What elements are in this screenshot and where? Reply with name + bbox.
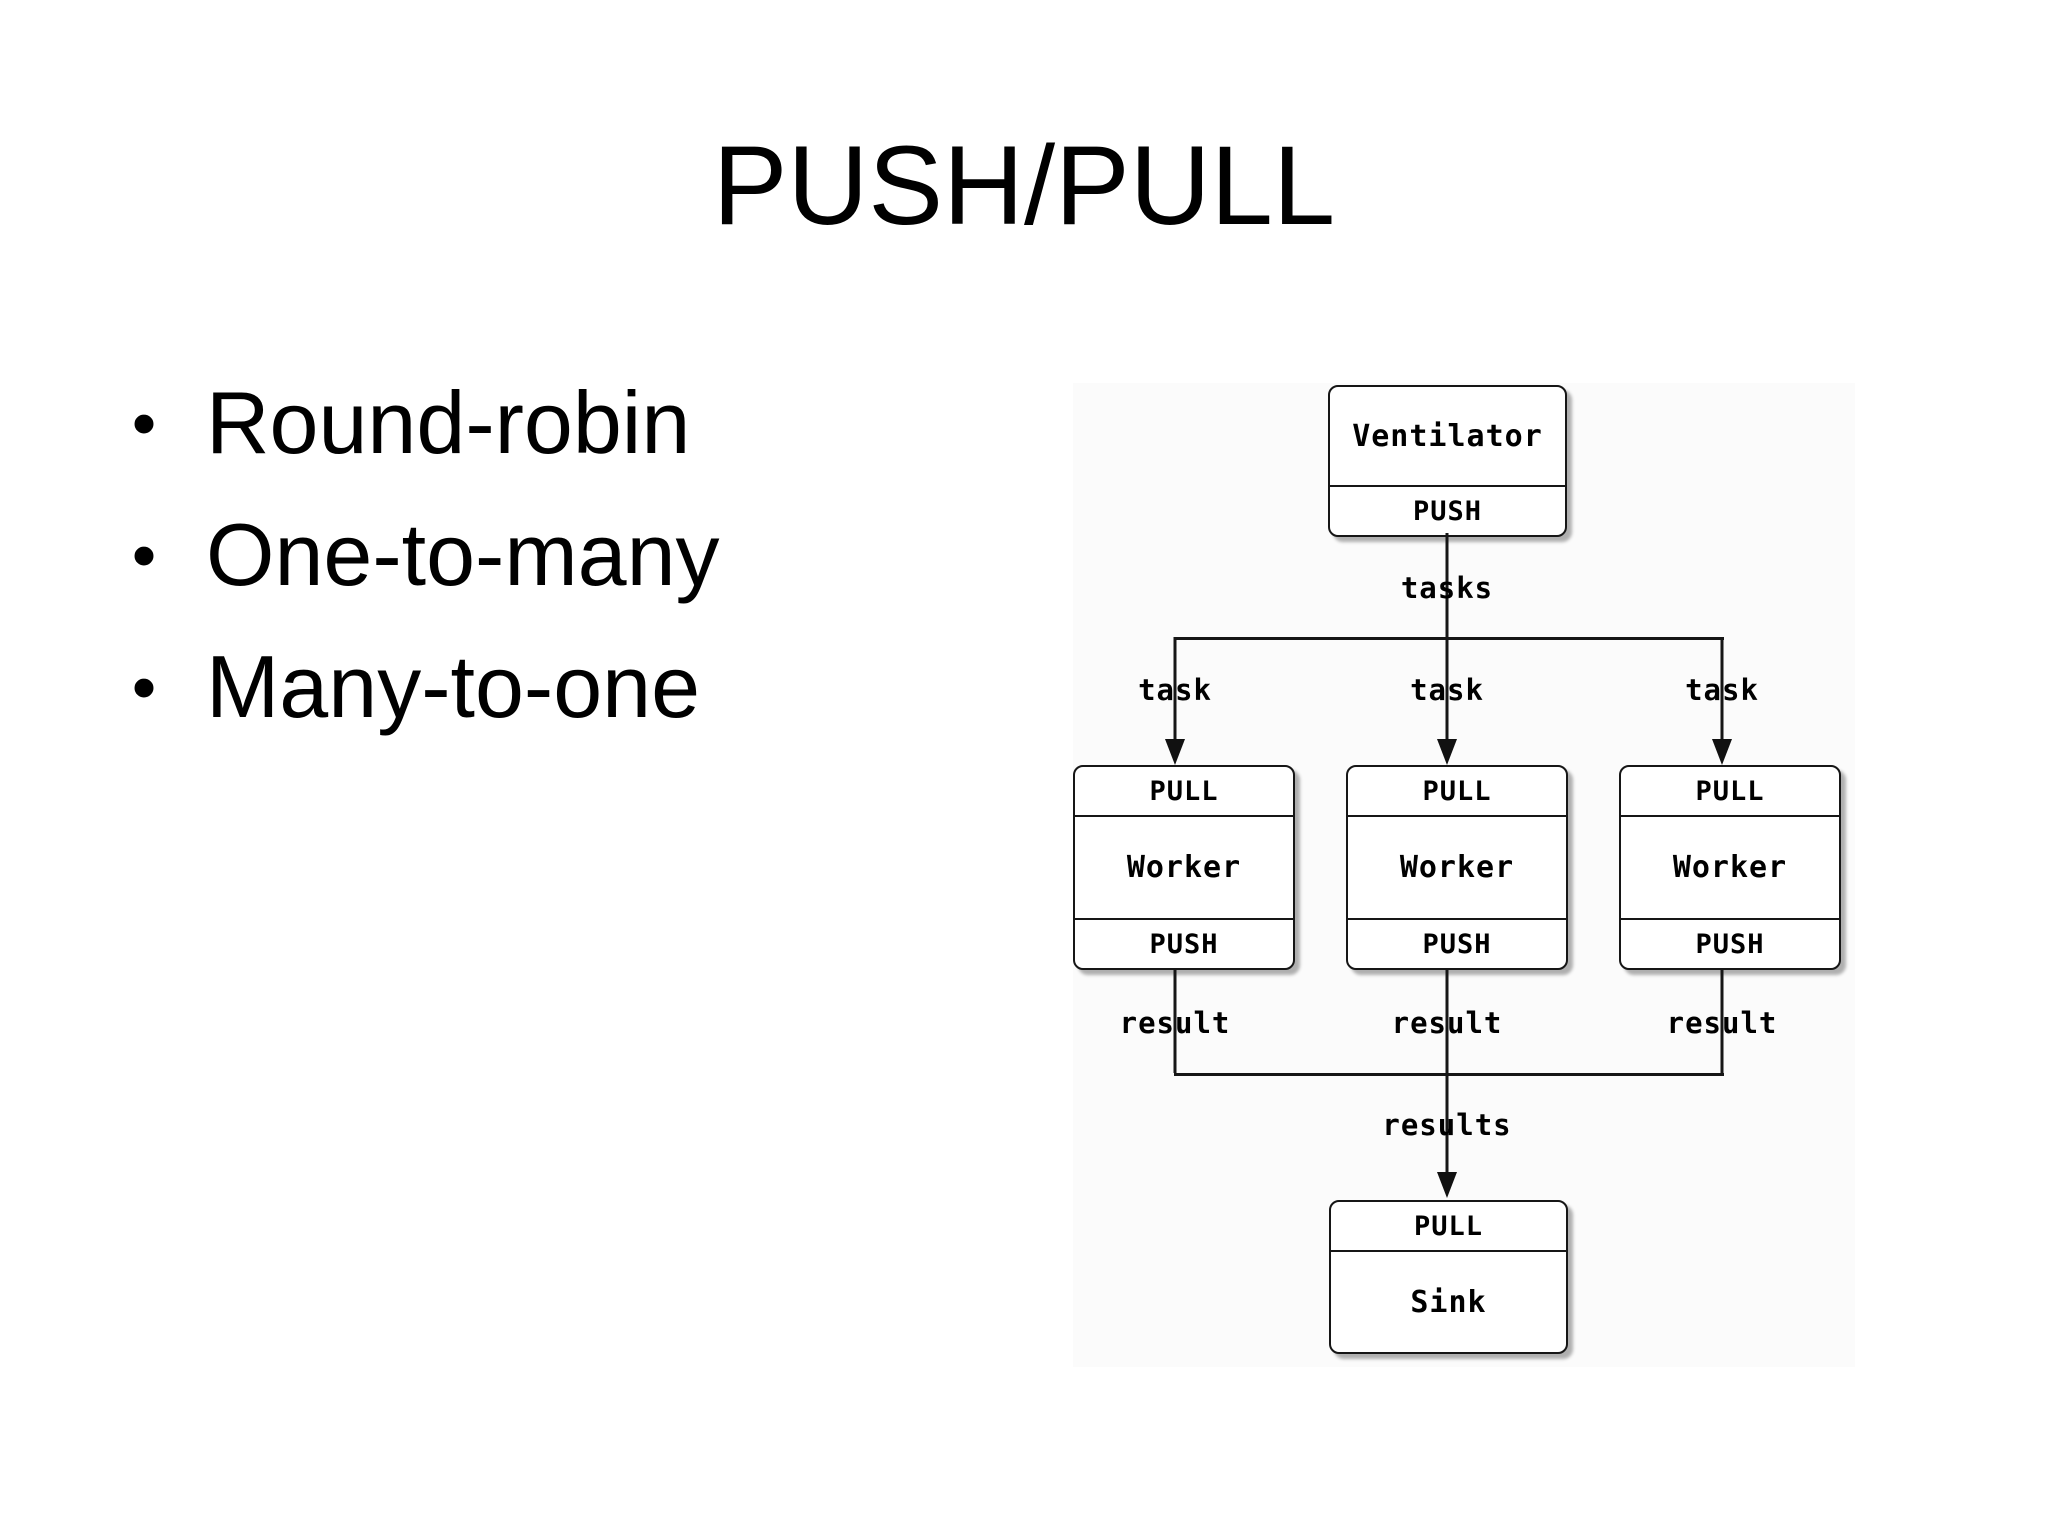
- edge-results-line: [1445, 1073, 1449, 1174]
- edge-task-line-left: [1173, 637, 1177, 741]
- worker-title: Worker: [1348, 815, 1566, 918]
- worker-pull-socket: PULL: [1695, 775, 1765, 807]
- worker-push-socket: PUSH: [1348, 918, 1566, 968]
- worker-push-socket: PUSH: [1075, 918, 1293, 968]
- edge-split-line: [1174, 637, 1724, 640]
- worker-node-right: PULL Worker PUSH: [1619, 765, 1841, 970]
- bullet-label: Many-to-one: [206, 637, 701, 736]
- edge-label-results: results: [1382, 1108, 1512, 1142]
- edge-label-task-center: task: [1410, 673, 1484, 707]
- ventilator-title: Ventilator: [1352, 418, 1543, 454]
- slide-title: PUSH/PULL: [712, 123, 1336, 248]
- edge-task-line-right: [1720, 637, 1724, 741]
- bullet-marker-icon: •: [131, 648, 157, 726]
- edge-label-result-right: result: [1666, 1006, 1778, 1040]
- edge-ventilator-line: [1445, 533, 1449, 639]
- sink-pull-socket: PULL: [1413, 1210, 1484, 1242]
- edge-merge-line: [1174, 1073, 1724, 1076]
- edge-label-result-center: result: [1391, 1006, 1503, 1040]
- bullet-label: One-to-many: [206, 505, 720, 604]
- ventilator-push-socket: PUSH: [1330, 485, 1565, 535]
- sink-node: PULL Sink: [1329, 1200, 1568, 1354]
- edge-label-task-right: task: [1685, 673, 1759, 707]
- edge-result-line-right: [1720, 970, 1724, 1073]
- edge-result-line-left: [1173, 970, 1177, 1073]
- bullet-item: • Many-to-one: [118, 621, 720, 753]
- worker-node-left: PULL Worker PUSH: [1073, 765, 1295, 970]
- ventilator-node: Ventilator PUSH: [1328, 385, 1567, 537]
- arrowhead-task-right-icon: [1712, 739, 1732, 765]
- arrowhead-results-icon: [1437, 1172, 1457, 1198]
- edge-task-line-center: [1445, 637, 1449, 741]
- worker-node-center: PULL Worker PUSH: [1346, 765, 1568, 970]
- bullet-label: Round-robin: [206, 373, 691, 472]
- edge-label-task-left: task: [1138, 673, 1212, 707]
- bullet-marker-icon: •: [131, 516, 157, 594]
- arrowhead-task-center-icon: [1437, 739, 1457, 765]
- bullet-list: • Round-robin • One-to-many • Many-to-on…: [118, 357, 720, 753]
- bullet-item: • One-to-many: [118, 489, 720, 621]
- worker-title: Worker: [1621, 815, 1839, 918]
- worker-pull-socket: PULL: [1422, 775, 1492, 807]
- worker-push-socket: PUSH: [1621, 918, 1839, 968]
- edge-label-tasks: tasks: [1400, 571, 1494, 605]
- worker-pull-socket: PULL: [1149, 775, 1219, 807]
- bullet-item: • Round-robin: [118, 357, 720, 489]
- sink-title: Sink: [1331, 1250, 1566, 1352]
- edge-label-result-left: result: [1119, 1006, 1231, 1040]
- worker-title: Worker: [1075, 815, 1293, 918]
- edge-result-line-center: [1445, 970, 1449, 1073]
- arrowhead-task-left-icon: [1165, 739, 1185, 765]
- pushpull-diagram: Ventilator PUSH tasks task task task PUL…: [1073, 383, 1855, 1367]
- bullet-marker-icon: •: [131, 384, 157, 462]
